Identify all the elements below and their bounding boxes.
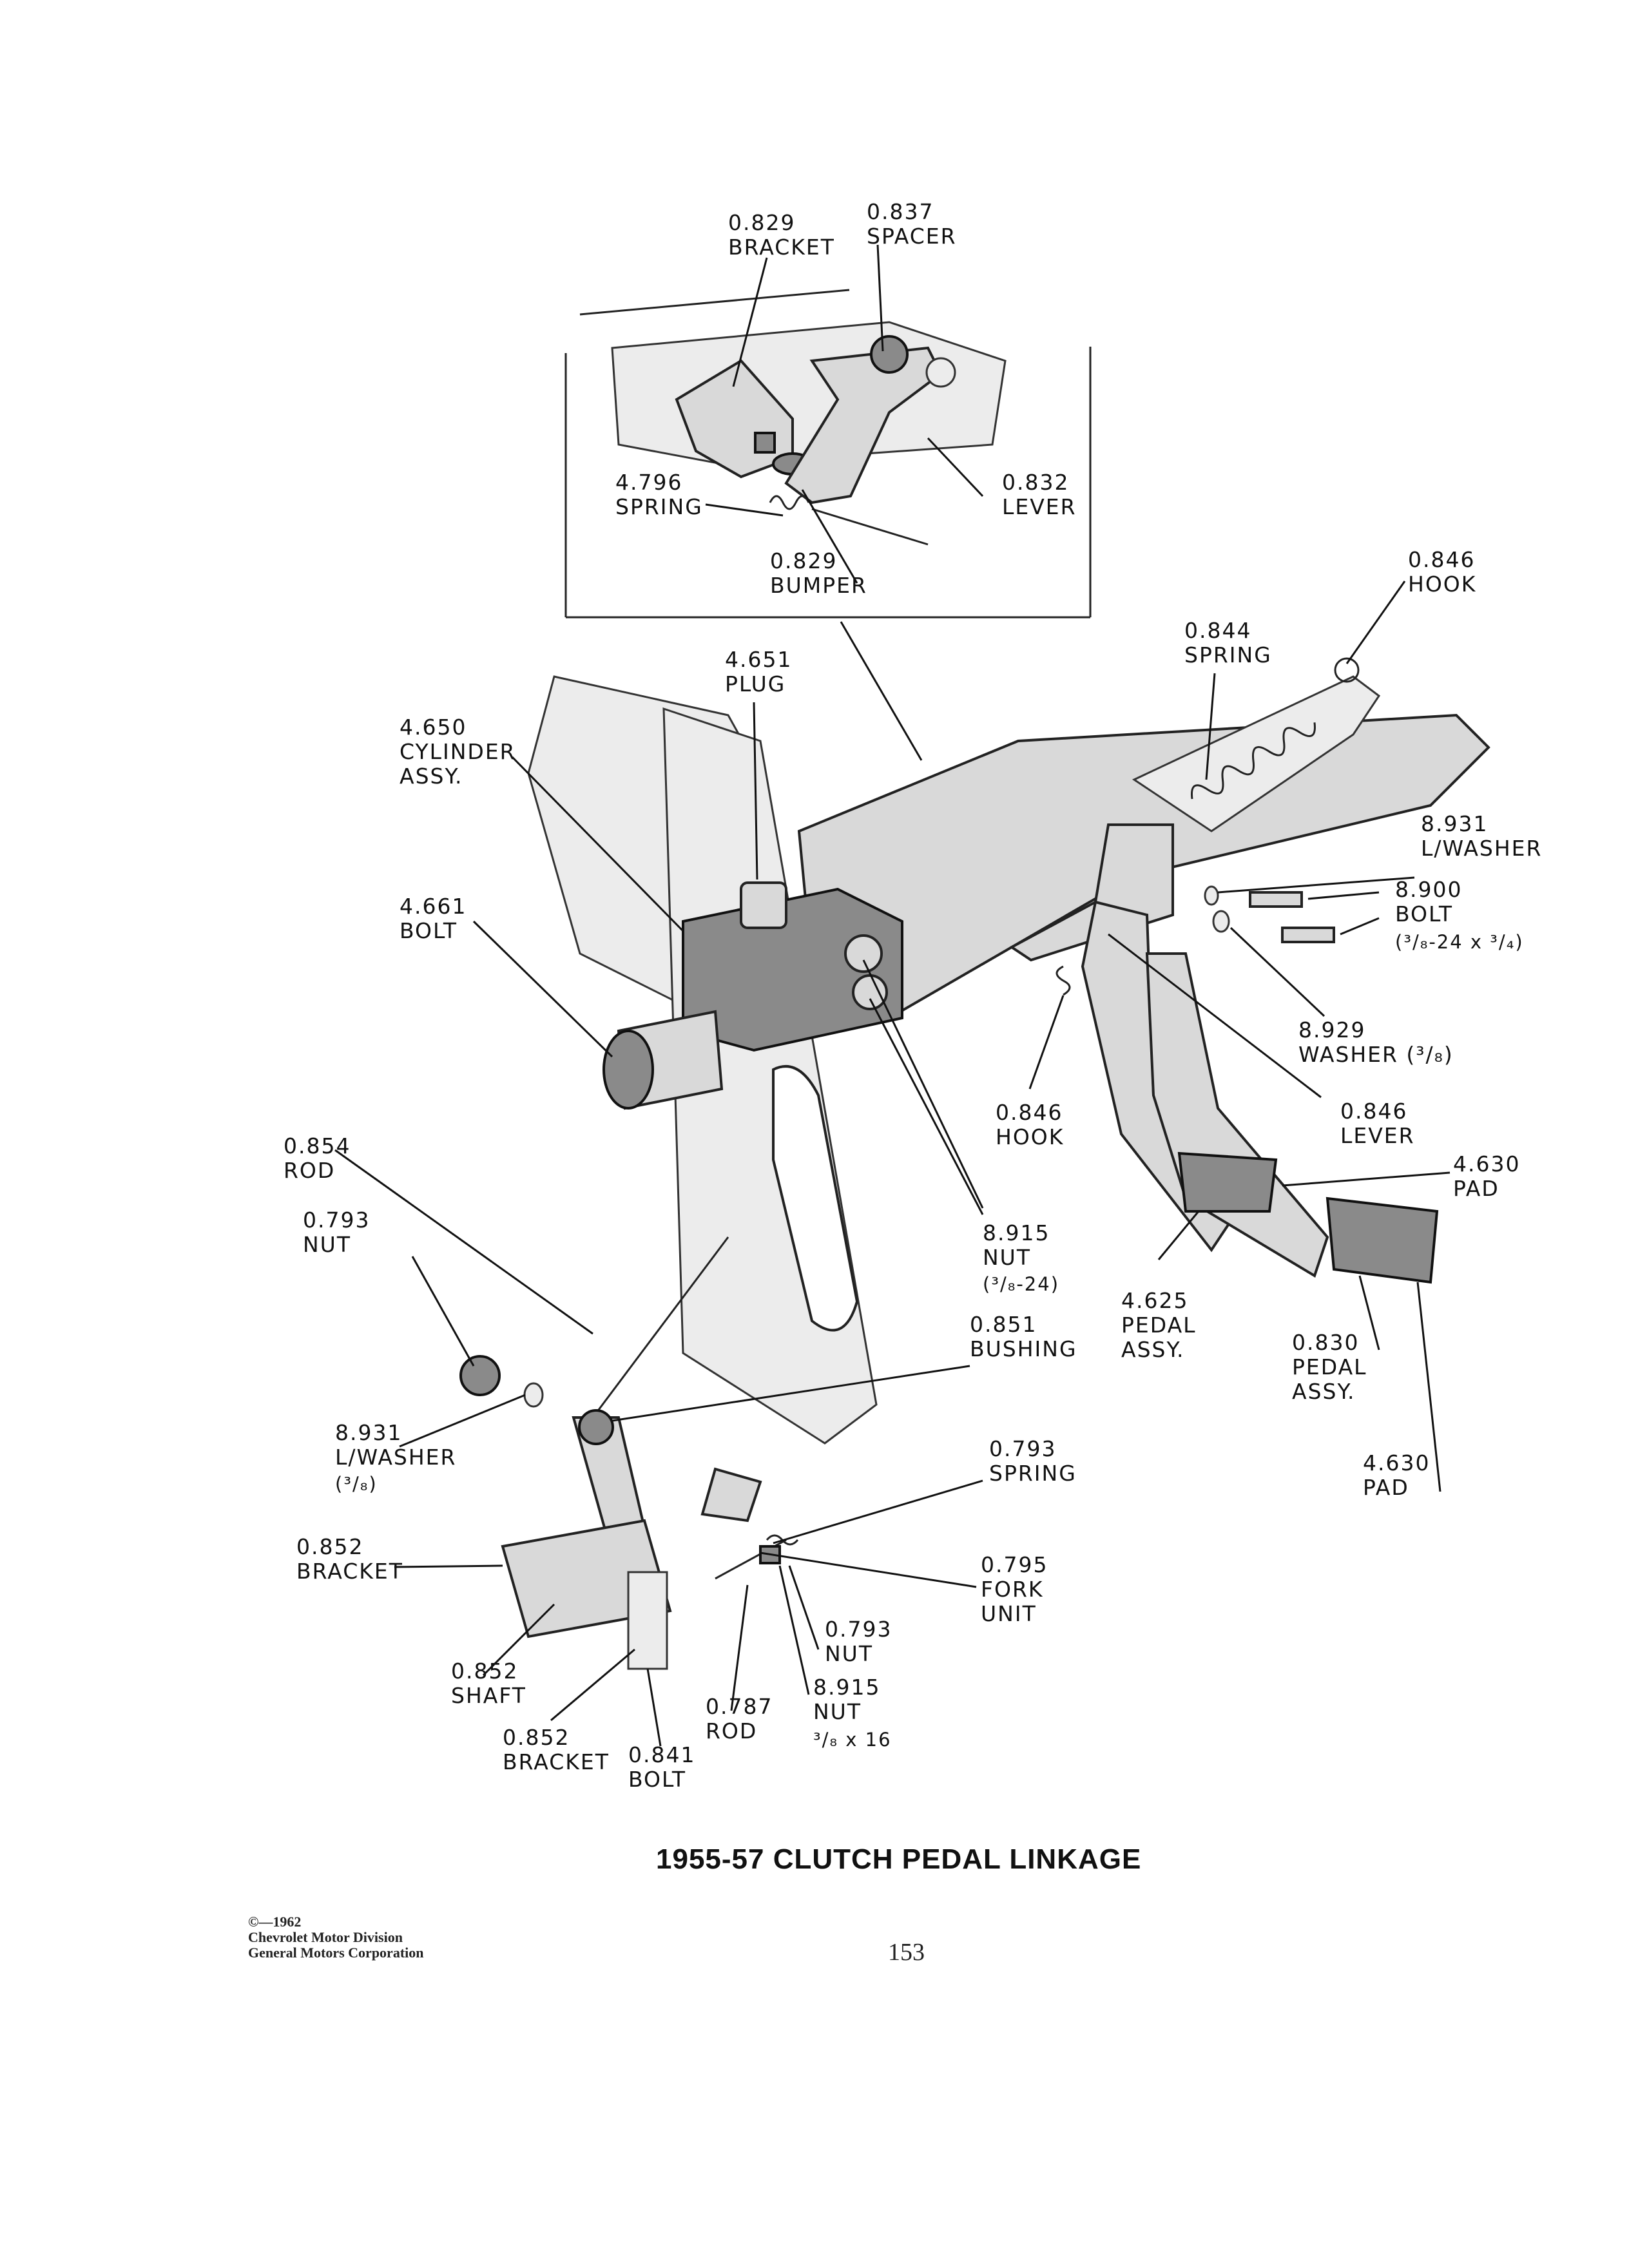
label-pedal-4625: 4.625 PEDAL ASSY.	[1121, 1288, 1204, 1362]
return-spring	[1190, 722, 1316, 800]
label-spring-793: 0.793 SPRING	[989, 1436, 1077, 1486]
main-assembly	[459, 657, 1490, 1670]
inset-lever	[784, 346, 943, 505]
inset-spring	[769, 495, 810, 510]
hook-846-top-part	[1334, 657, 1360, 683]
label-bolt-8900: 8.900 BOLT (³/₈-24 x ³/₄)	[1395, 877, 1524, 953]
label-bracket-829-top: 0.829 BRACKET	[728, 210, 835, 260]
bolt-8900-b	[1281, 927, 1335, 943]
label-nut-8915-mid: 8.915 NUT (³/₈-24)	[983, 1220, 1059, 1295]
nut-793-left-part	[459, 1355, 501, 1396]
label-shaft-852: 0.852 SHAFT	[451, 1658, 526, 1708]
label-washer-8929: 8.929 WASHER (³/₈)	[1298, 1017, 1454, 1067]
firewall-panel	[611, 321, 1007, 465]
page-number: 153	[888, 1939, 925, 1966]
label-nut-8915-bottom: 8.915 NUT ³/₈ x 16	[813, 1675, 892, 1751]
rod-854-part	[592, 1236, 729, 1418]
label-nut-793-bottom: 0.793 NUT	[825, 1617, 900, 1666]
label-plug-4651: 4.651 PLUG	[725, 647, 800, 697]
label-bushing-851: 0.851 BUSHING	[970, 1312, 1077, 1361]
pedal-830-arm	[1145, 952, 1329, 1278]
label-bolt-4661: 4.661 BOLT	[400, 894, 475, 943]
hook-846-mid-part	[1055, 965, 1071, 996]
bolt-841-part	[627, 1571, 668, 1670]
label-rod-787: 0.787 ROD	[706, 1694, 781, 1744]
label-spring-4796: 4.796 SPRING	[615, 470, 703, 519]
label-spacer-837: 0.837 SPACER	[867, 199, 957, 249]
label-hook-846-mid: 0.846 HOOK	[996, 1100, 1071, 1149]
support-cutout	[772, 1065, 859, 1332]
bracket-slot	[754, 432, 776, 454]
label-nut-793-left: 0.793 NUT	[303, 1207, 378, 1257]
label-bracket-852-bottom: 0.852 BRACKET	[503, 1725, 610, 1774]
lwasher-right-part	[1204, 885, 1219, 906]
spacer-part	[870, 335, 909, 374]
pad-4630-top-part	[1177, 1151, 1278, 1213]
label-pedal-830: 0.830 PEDAL ASSY.	[1292, 1330, 1375, 1404]
leader-lines	[334, 244, 1451, 1747]
label-lwasher-8931-left: 8.931 L/WASHER (³/₈)	[335, 1420, 465, 1495]
inset-rod	[811, 508, 929, 546]
plug-part	[740, 881, 787, 929]
lwasher-left-part	[523, 1382, 544, 1408]
bushing-851-part	[578, 1409, 614, 1445]
label-pad-4630-top: 4.630 PAD	[1453, 1151, 1528, 1201]
bolt-8900-a	[1249, 891, 1303, 908]
lever-nut	[925, 357, 956, 388]
label-lwasher-8931-right: 8.931 L/WASHER	[1421, 811, 1542, 861]
inset-detail	[564, 289, 1092, 619]
diagram-title: 1955-57 CLUTCH PEDAL LINKAGE	[656, 1843, 1141, 1875]
label-pad-4630-bottom: 4.630 PAD	[1363, 1450, 1438, 1500]
bolt-4661-head	[602, 1030, 654, 1110]
label-rod-854: 0.854 ROD	[284, 1133, 359, 1183]
label-lever-832: 0.832 LEVER	[1002, 470, 1077, 519]
label-fork-795: 0.795 FORK UNIT	[981, 1552, 1056, 1626]
label-bolt-841: 0.841 BOLT	[628, 1742, 704, 1792]
label-spring-844: 0.844 SPRING	[1184, 618, 1272, 668]
nut-8915-b	[852, 974, 888, 1010]
pad-4630-bottom-part	[1325, 1196, 1439, 1284]
part-labels: 0.829 BRACKET 0.837 SPACER 0.832 LEVER 4…	[284, 199, 1542, 1792]
label-cylinder-4650: 4.650 CYLINDER ASSY.	[400, 715, 524, 789]
label-bracket-852-top: 0.852 BRACKET	[296, 1534, 403, 1584]
nut-8915-a	[844, 934, 883, 973]
label-hook-846-top: 0.846 HOOK	[1408, 547, 1483, 597]
label-bumper-829: 0.829 BUMPER	[770, 548, 867, 598]
pedal-mount-bracket	[1132, 675, 1381, 832]
label-lever-846: 0.846 LEVER	[1340, 1099, 1416, 1148]
copyright-notice: ©—1962 Chevrolet Motor Division General …	[248, 1914, 424, 1961]
fork-795-part	[700, 1467, 762, 1523]
washer-8929-part	[1212, 910, 1230, 933]
